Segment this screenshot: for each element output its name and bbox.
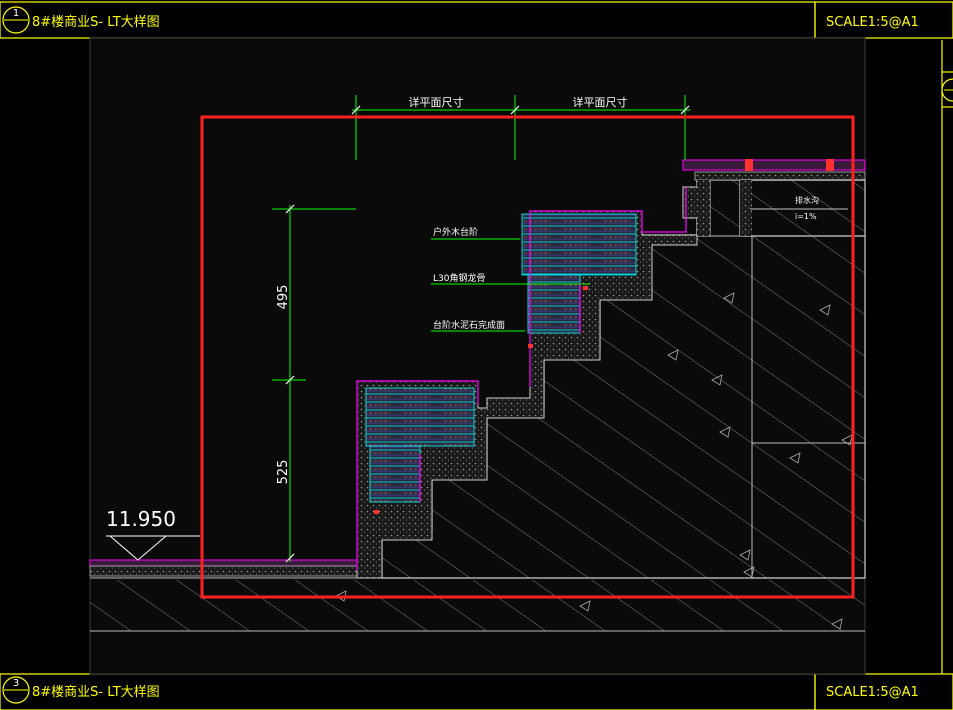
floor-screed <box>89 565 383 577</box>
title-block-bottom: 3 8#楼商业S- LT大样图 SCALE1:5@A1 <box>0 673 953 710</box>
elevation-marker: 11.950 <box>106 507 200 561</box>
aggregate-mark <box>711 374 723 386</box>
annotation-group: 户外木台阶 L30角钢龙骨 台阶水泥石完成面 排水沟 i=1% <box>431 195 848 332</box>
keel-anchor <box>583 286 588 290</box>
plan-tick-mark <box>680 105 690 115</box>
height-upper-label: 495 <box>276 285 291 310</box>
annotation-stair-finish: 户外木台阶 <box>433 226 478 238</box>
height-lower-label: 525 <box>276 460 291 485</box>
plan-tick-mark <box>510 105 520 115</box>
plan-tick-mark <box>351 105 361 115</box>
dimension-layer: 详平面尺寸 详平面尺寸 495 525 <box>272 95 690 563</box>
aggregate-mark <box>723 292 735 304</box>
aggregate-mark <box>831 618 843 630</box>
aggregate-mark <box>819 304 831 316</box>
top-detail-number: 1 <box>13 8 19 19</box>
plan-size-left-label: 详平面尺寸 <box>409 95 464 109</box>
plan-size-right-label: 详平面尺寸 <box>573 95 628 109</box>
riser-finish-line <box>419 282 581 502</box>
top-detail-scale: SCALE1:5@A1 <box>826 15 919 30</box>
height-tick-mark <box>285 204 295 214</box>
floor-finish-strip <box>89 559 383 567</box>
height-tick-mark <box>285 553 295 563</box>
height-tick-mark <box>285 375 295 385</box>
aggregate-mark <box>579 600 591 612</box>
highlight-frame[interactable] <box>200 115 855 599</box>
annotation-slope: i=1% <box>795 212 817 221</box>
drain-wall-left <box>740 180 752 236</box>
annotation-drain: 排水沟 <box>795 195 819 205</box>
lower-wood-riser <box>369 445 421 503</box>
drain-layer <box>682 159 866 237</box>
lower-wood-tread <box>365 387 475 447</box>
drain-cover-clip-left <box>745 159 753 171</box>
ground-hatch <box>90 580 865 631</box>
keel-anchor <box>528 344 533 348</box>
aggregate-mark <box>667 349 679 361</box>
drain-cover-clip-right <box>826 159 834 171</box>
aggregate-mark <box>743 566 755 578</box>
stair-layer <box>356 179 711 579</box>
title-block-top: 1 8#楼商业S- LT大样图 SCALE1:5@A1 <box>0 1 953 39</box>
top-frame-right <box>814 1 953 39</box>
stair-finish-line <box>356 187 687 570</box>
bottom-detail-scale: SCALE1:5@A1 <box>826 685 919 700</box>
aggregate-mark <box>739 549 751 561</box>
bottom-detail-title: 8#楼商业S- LT大样图 <box>32 685 160 700</box>
bottom-detail-number-circle <box>2 676 30 704</box>
bottom-detail-number: 3 <box>13 678 19 689</box>
aggregate-mark <box>719 426 731 438</box>
structure-layer <box>89 179 866 632</box>
top-detail-title: 8#楼商业S- LT大样图 <box>32 15 160 30</box>
aggregate-mark <box>841 434 853 446</box>
elevation-triangle <box>108 535 168 561</box>
adjacent-frame-fragment <box>941 40 953 674</box>
elevation-value: 11.950 <box>106 507 176 531</box>
bottom-frame-right <box>814 673 953 710</box>
keel-anchor <box>374 510 379 514</box>
annotation-keel: L30角钢龙骨 <box>433 272 485 284</box>
upper-wood-riser <box>527 274 581 334</box>
drain-lip <box>694 171 866 181</box>
adjacent-number-circle <box>941 78 953 102</box>
aggregate-mark <box>789 452 801 464</box>
drain-wall-outer <box>697 180 710 236</box>
drain-cover <box>682 159 866 171</box>
upper-wood-tread <box>521 213 637 276</box>
annotation-base: 台阶水泥石完成面 <box>433 319 505 331</box>
top-detail-number-circle <box>2 6 30 34</box>
